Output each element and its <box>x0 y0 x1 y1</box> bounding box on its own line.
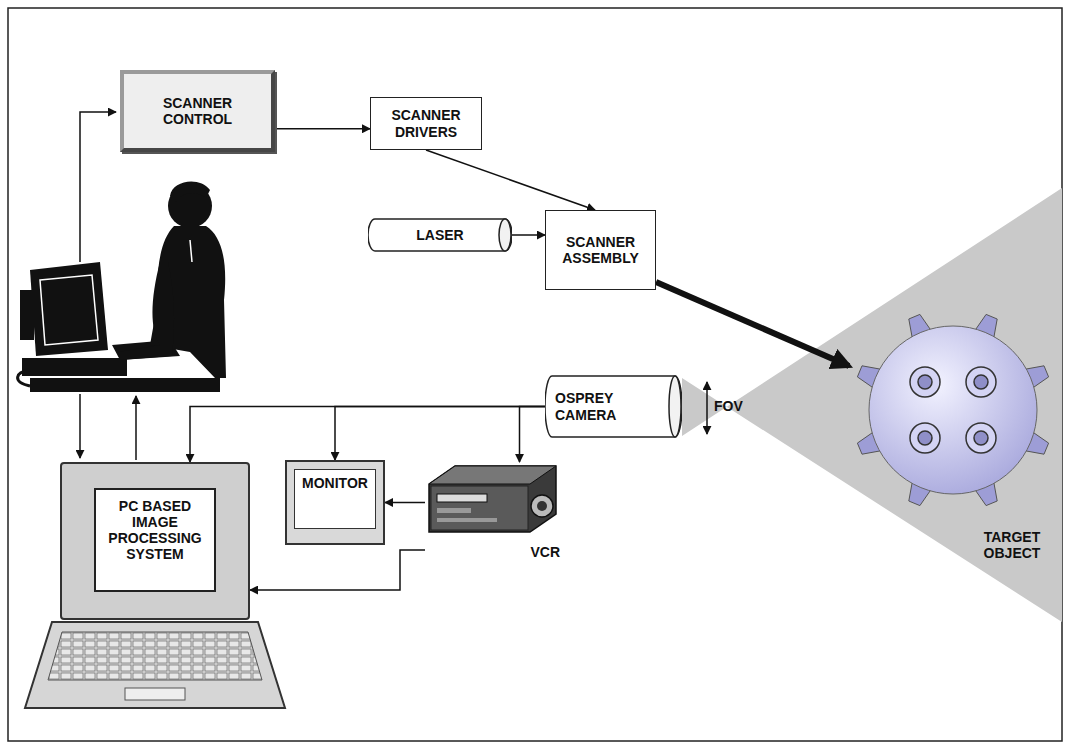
control-box: SCANNER CONTROL <box>120 70 275 152</box>
signal-arrow <box>190 407 545 463</box>
laser-cylinder: LASER <box>368 218 512 252</box>
vcr-device: VCR <box>425 462 560 560</box>
process-box: SCANNER ASSEMBLY <box>545 210 656 290</box>
laptop-screen: PC BASED IMAGE PROCESSING SYSTEM <box>60 462 250 620</box>
mine-illustration <box>845 300 1060 565</box>
camera-cylinder: OSPREY CAMERA <box>545 375 682 438</box>
page-frame <box>8 8 1062 741</box>
laser-beam-arrow <box>656 282 849 366</box>
signal-arrow <box>250 550 425 590</box>
operator-workstation <box>18 181 226 392</box>
process-box: SCANNER DRIVERS <box>370 97 482 150</box>
node-label: SCANNER ASSEMBLY <box>553 234 648 266</box>
signal-arrow <box>512 234 545 236</box>
node-label: OSPREY CAMERA <box>555 390 635 422</box>
control-line <box>79 394 81 458</box>
signal-arrow <box>275 128 370 130</box>
node-label: PC BASED IMAGE PROCESSING SYSTEM <box>94 488 216 592</box>
target-object: TARGET OBJECT <box>845 300 1060 565</box>
camera-fov-cone <box>682 188 1062 622</box>
node-label: TARGET OBJECT <box>972 529 1052 561</box>
control-line <box>135 396 137 460</box>
node-label: MONITOR <box>294 469 376 529</box>
node-label: VCR <box>530 544 560 560</box>
node-label: LASER <box>416 227 463 243</box>
fov-dimension <box>706 382 708 434</box>
laptop-base <box>25 622 285 708</box>
node-label: SCANNER CONTROL <box>153 95 243 127</box>
fov-label: FOV <box>714 398 743 414</box>
signal-arrow <box>520 407 546 463</box>
node-label: SCANNER DRIVERS <box>380 107 472 139</box>
control-line <box>80 112 116 262</box>
monitor-box: MONITOR <box>285 460 385 545</box>
signal-arrow <box>426 150 595 210</box>
signal-arrow <box>335 407 545 461</box>
vcr-icon <box>425 462 560 537</box>
signal-arrow <box>385 502 425 504</box>
